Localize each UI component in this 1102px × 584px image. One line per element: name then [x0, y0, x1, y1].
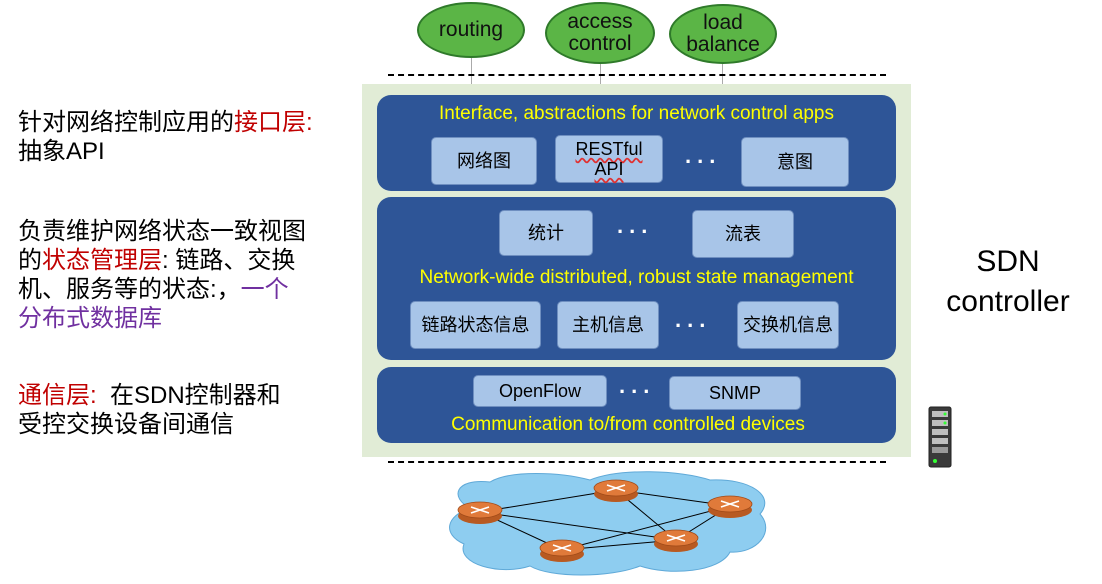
box-snmp-label: SNMP [708, 383, 761, 403]
box-statistics-label: 统计 [528, 223, 564, 243]
comm-layer-title: Communication to/from controlled devices [451, 414, 805, 435]
note-comm-line2: 受控交换设备间通信 [18, 411, 234, 438]
note-state-line2a: 的 [18, 247, 42, 274]
box-intent-label: 意图 [777, 152, 813, 172]
box-switch-info[interactable]: 交换机信息 [737, 301, 839, 349]
note-comm-layer: 通信层: 在SDN控制器和 受控交换设备间通信 [18, 381, 281, 439]
app-access-control-label: access control [567, 10, 633, 55]
router-icon [539, 539, 585, 562]
state-management-layer: 统计 ... 流表 Network-wide distributed, robu… [377, 197, 896, 360]
communication-layer: OpenFlow ... SNMP Communication to/from … [377, 367, 896, 443]
interface-ellipsis: ... [685, 143, 722, 168]
app-routing[interactable]: routing [417, 2, 525, 58]
box-statistics[interactable]: 统计 [499, 210, 593, 256]
server-rack-icon [928, 406, 952, 468]
box-flow-table[interactable]: 流表 [692, 210, 794, 258]
note-state-line1: 负责维护网络状态一致视图 [18, 218, 306, 245]
box-openflow-label: OpenFlow [498, 381, 582, 401]
interface-layer-title: Interface, abstractions for network cont… [439, 103, 834, 124]
app-load-balance-label: load balance [686, 11, 760, 56]
box-restful-api-label: RESTful API [575, 139, 643, 179]
note-state-purple-a: 一个 [240, 276, 289, 303]
box-flow-table-label: 流表 [725, 224, 761, 244]
router-icon [653, 529, 699, 552]
comm-ellipsis: ... [619, 373, 656, 398]
box-openflow[interactable]: OpenFlow [473, 375, 607, 407]
northbound-boundary [388, 74, 886, 76]
state-layer-title: Network-wide distributed, robust state m… [419, 267, 854, 288]
note-comm-line1: 在SDN控制器和 [96, 382, 281, 409]
network-cloud [449, 471, 767, 576]
note-comm-highlight: 通信层: [18, 382, 97, 409]
note-interface-line1: 针对网络控制应用的 [18, 109, 234, 136]
note-state-line2b: : 链路、交换 [162, 247, 296, 274]
southbound-boundary [388, 461, 886, 463]
note-state-line3: 机、服务等的状态:， [18, 276, 241, 303]
box-switch-info-label: 交换机信息 [743, 315, 833, 335]
note-interface-layer: 针对网络控制应用的接口层: 抽象API [18, 108, 313, 166]
router-icon [707, 495, 753, 518]
app-load-balance[interactable]: load balance [669, 4, 777, 64]
box-network-graph-label: 网络图 [457, 151, 511, 171]
note-state-highlight: 状态管理层 [42, 247, 162, 274]
app-connector [471, 50, 472, 94]
app-routing-label: routing [438, 18, 504, 41]
app-connector [600, 58, 601, 94]
box-intent[interactable]: 意图 [741, 137, 849, 187]
state-bottom-ellipsis: ... [675, 307, 712, 332]
interface-layer: Interface, abstractions for network cont… [377, 95, 896, 191]
state-top-ellipsis: ... [617, 213, 654, 238]
box-snmp[interactable]: SNMP [669, 376, 801, 410]
sdn-controller-label: SDN controller [946, 245, 1070, 318]
note-interface-line2: 抽象API [18, 138, 105, 165]
app-access-control[interactable]: access control [545, 2, 655, 64]
box-link-state-info-label: 链路状态信息 [421, 315, 530, 335]
box-host-info[interactable]: 主机信息 [557, 301, 659, 349]
router-icon [457, 501, 503, 524]
box-link-state-info[interactable]: 链路状态信息 [410, 301, 541, 349]
box-restful-api[interactable]: RESTful API [555, 135, 663, 183]
router-icon [593, 479, 639, 502]
note-interface-highlight: 接口层: [234, 109, 313, 136]
note-state-purple-b: 分布式数据库 [18, 305, 162, 332]
note-state-layer: 负责维护网络状态一致视图 的状态管理层: 链路、交换 机、服务等的状态:，一个 … [18, 217, 306, 333]
box-host-info-label: 主机信息 [572, 315, 644, 335]
box-network-graph[interactable]: 网络图 [431, 137, 537, 185]
app-connector [722, 58, 723, 94]
